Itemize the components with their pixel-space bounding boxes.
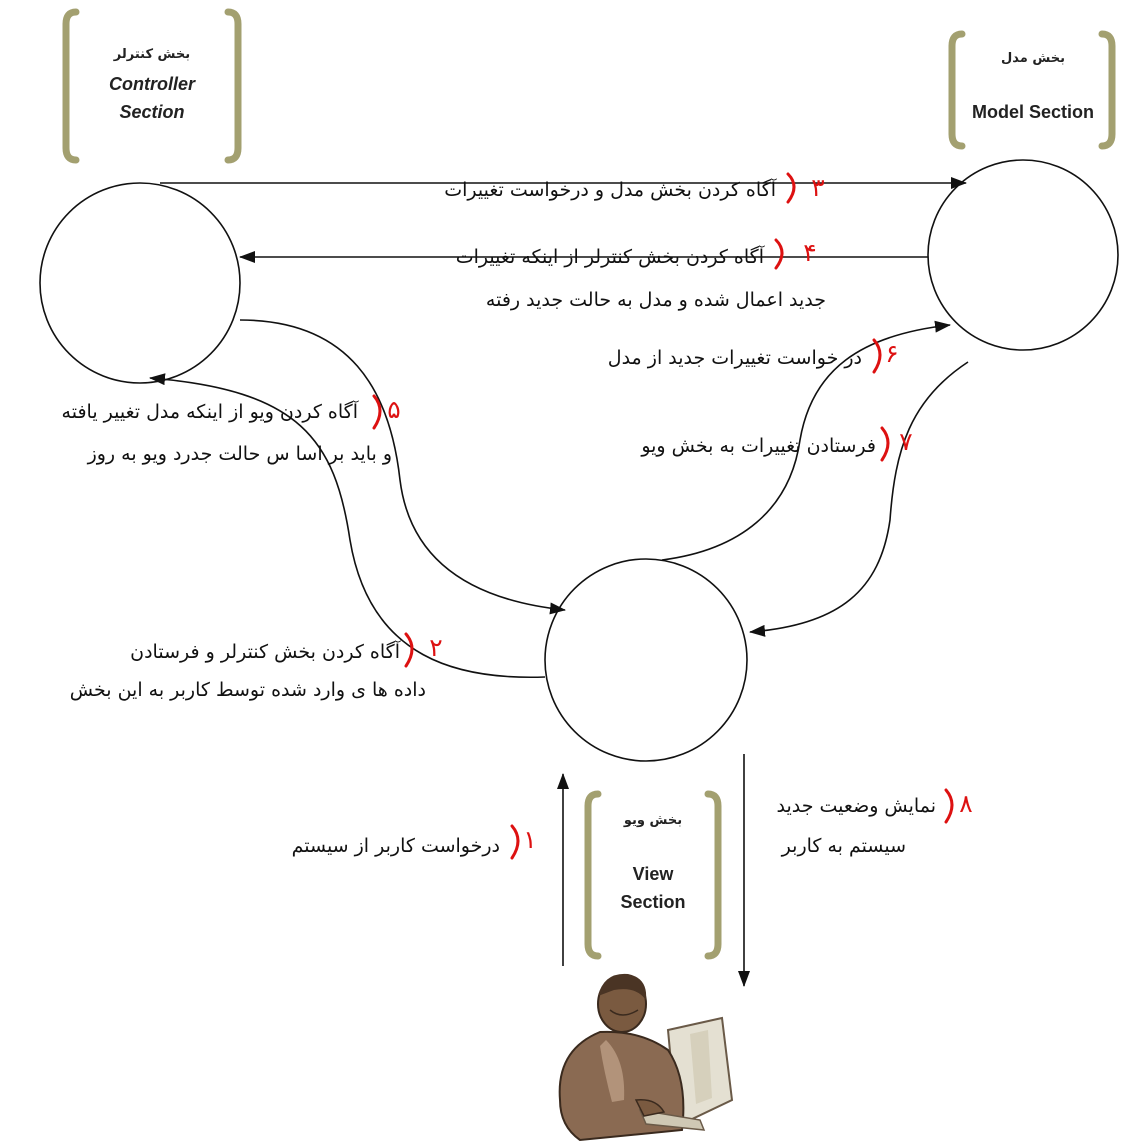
step-text: آگاه کردن بخش کنترلر و فرستادن bbox=[130, 639, 401, 663]
step-text: فرستادن تغییرات به بخش ویو bbox=[640, 435, 876, 457]
step-number: ۲ bbox=[429, 633, 442, 662]
step-5: ۵ آگاه کردن ویو از اینکه مدل تغییر یافته… bbox=[62, 394, 401, 465]
keyboard-icon bbox=[638, 1109, 706, 1131]
step-paren-icon bbox=[510, 824, 520, 860]
controller-node bbox=[39, 182, 241, 384]
user-at-computer-icon bbox=[558, 973, 734, 1142]
step-number: ۷ bbox=[899, 427, 912, 456]
step-paren-icon bbox=[774, 238, 784, 270]
step-text: آگاه کردن ویو از اینکه مدل تغییر یافته bbox=[62, 399, 359, 423]
view-section-label: بخش ویو View Section bbox=[584, 790, 722, 960]
right-bracket-icon bbox=[224, 8, 242, 164]
step-text: آگاه کردن بخش مدل و درخواست تغییرات bbox=[444, 177, 776, 201]
controller-section-label: بخش کنترلر Controller Section bbox=[62, 8, 242, 164]
step-number: ۴ bbox=[803, 238, 816, 267]
step-text-2: و باید بر اسا س حالت جدرد ویو به روز bbox=[87, 443, 392, 465]
connectors bbox=[149, 177, 969, 987]
step-text: درخواست کاربر از سیستم bbox=[292, 835, 500, 857]
controller-section-fa: بخش کنترلر bbox=[113, 47, 190, 62]
step-4: ۴ آگاه کردن بخش کنترلر از اینکه تغییرات … bbox=[456, 238, 826, 311]
view-section-en-2: Section bbox=[620, 892, 685, 912]
step-paren-icon bbox=[944, 788, 954, 824]
step-text: نمایش وضعیت جدید bbox=[777, 795, 937, 817]
step-paren-icon bbox=[372, 394, 382, 430]
controller-section-en: Controller bbox=[109, 74, 196, 94]
arrow-2-view-to-controller bbox=[149, 373, 546, 679]
step-paren-icon bbox=[872, 338, 882, 374]
model-node bbox=[927, 159, 1119, 351]
left-bracket-icon bbox=[948, 30, 966, 150]
model-section-fa: بخش مدل bbox=[1001, 51, 1065, 66]
arrow-5-controller-to-view bbox=[239, 319, 566, 615]
step-8: ۸ نمایش وضعیت جدید سیستم به کاربر bbox=[777, 788, 973, 857]
left-bracket-icon bbox=[62, 8, 80, 164]
model-section-label: بخش مدل Model Section bbox=[948, 30, 1116, 150]
right-bracket-icon bbox=[704, 790, 722, 960]
model-section-en: Model Section bbox=[972, 102, 1094, 122]
step-3: ۳ آگاه کردن بخش مدل و درخواست تغییرات bbox=[444, 172, 825, 204]
step-7: ۷ فرستادن تغییرات به بخش ویو bbox=[640, 426, 913, 462]
step-number: ۸ bbox=[959, 789, 972, 818]
view-node bbox=[544, 558, 748, 762]
step-6: ۶ در خواست تغییرات جدید از مدل bbox=[608, 338, 899, 374]
step-text-2: داده ها ی وارد شده توسط کاربر به این بخش bbox=[70, 679, 426, 701]
arrow-7-model-to-view bbox=[749, 361, 969, 637]
step-1: ۱ درخواست کاربر از سیستم bbox=[292, 824, 537, 860]
step-number: ۶ bbox=[885, 339, 898, 368]
step-paren-icon bbox=[786, 172, 796, 204]
view-section-en: View bbox=[633, 864, 675, 884]
step-paren-icon bbox=[404, 632, 414, 668]
step-number: ۱ bbox=[523, 825, 536, 854]
step-text-2: سیستم به کاربر bbox=[781, 835, 906, 857]
view-section-fa: بخش ویو bbox=[623, 813, 682, 828]
arrow-6-view-to-model bbox=[661, 320, 951, 561]
left-bracket-icon bbox=[584, 790, 602, 960]
step-text-2: جدید اعمال شده و مدل به حالت جدید رفته bbox=[486, 289, 826, 311]
right-bracket-icon bbox=[1098, 30, 1116, 150]
step-2: ۲ آگاه کردن بخش کنترلر و فرستادن داده ها… bbox=[70, 632, 443, 701]
step-number: ۵ bbox=[387, 395, 400, 424]
step-text: در خواست تغییرات جدید از مدل bbox=[608, 347, 862, 369]
step-paren-icon bbox=[880, 426, 890, 462]
step-number: ۳ bbox=[811, 173, 824, 202]
controller-section-en-2: Section bbox=[119, 102, 184, 122]
step-text: آگاه کردن بخش کنترلر از اینکه تغییرات bbox=[456, 244, 765, 268]
